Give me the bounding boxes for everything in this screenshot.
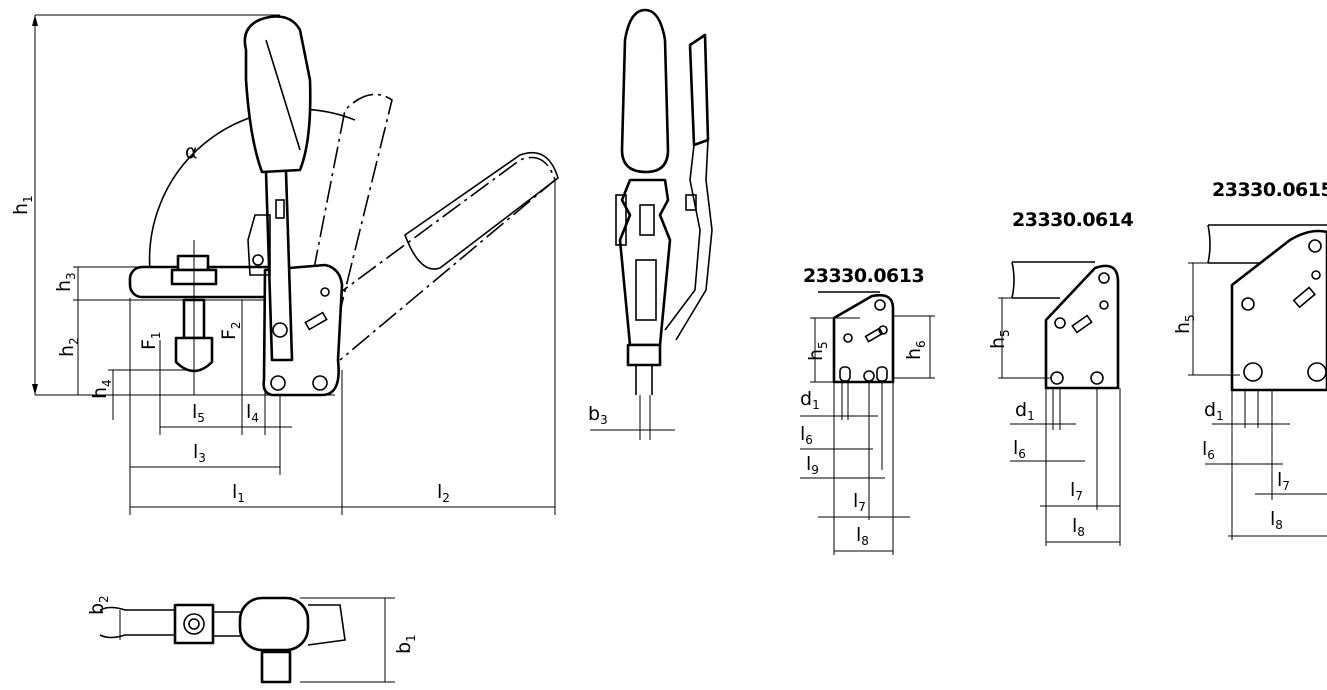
label-l7-0613: l7 [853, 490, 866, 514]
variant-0615-base [1188, 224, 1327, 540]
label-h6-0613: h6 [903, 340, 928, 360]
label-h3: h3 [53, 272, 78, 292]
top-view [99, 596, 395, 684]
side-view [32, 14, 559, 515]
variant-code-0614: 23330.0614 [1012, 209, 1133, 231]
label-h2: h2 [56, 337, 81, 357]
variant-code-0615: 23330.0615 [1212, 179, 1327, 201]
variant-0613-base [800, 291, 935, 555]
label-h5-0614: h5 [987, 329, 1012, 349]
label-alpha: α [185, 141, 198, 163]
label-l9-0613: l9 [806, 453, 819, 477]
variant-0614-base [998, 261, 1121, 546]
label-l6-0614: l6 [1013, 437, 1026, 461]
label-d1-0613: d1 [800, 388, 820, 412]
label-F1: F1 [138, 331, 163, 350]
label-l7-0615: l7 [1277, 469, 1290, 493]
label-l4: l4 [246, 401, 259, 425]
label-h5-0613: h5 [805, 341, 830, 361]
label-l6-0615: l6 [1202, 438, 1215, 462]
label-b1: b1 [393, 634, 418, 654]
label-l8-0614: l8 [1072, 515, 1085, 539]
label-h1: h1 [10, 195, 35, 215]
front-view [590, 8, 713, 440]
label-h4: h4 [89, 379, 114, 399]
label-l8-0613: l8 [856, 524, 869, 548]
label-l6-0613: l6 [800, 423, 813, 447]
label-l1: l1 [232, 481, 245, 505]
label-l2: l2 [437, 481, 450, 505]
label-l8-0615: l8 [1270, 508, 1283, 532]
label-l5: l5 [192, 401, 205, 425]
label-d1-0615: d1 [1204, 399, 1224, 423]
label-F2: F2 [218, 321, 243, 340]
label-b2: b2 [86, 595, 111, 615]
variant-code-0613: 23330.0613 [803, 265, 924, 287]
label-d1-0614: d1 [1015, 399, 1035, 423]
label-l3: l3 [193, 441, 206, 465]
label-b3: b3 [588, 403, 608, 427]
label-h5-0615: h5 [1172, 314, 1197, 334]
label-l7-0614: l7 [1070, 479, 1083, 503]
